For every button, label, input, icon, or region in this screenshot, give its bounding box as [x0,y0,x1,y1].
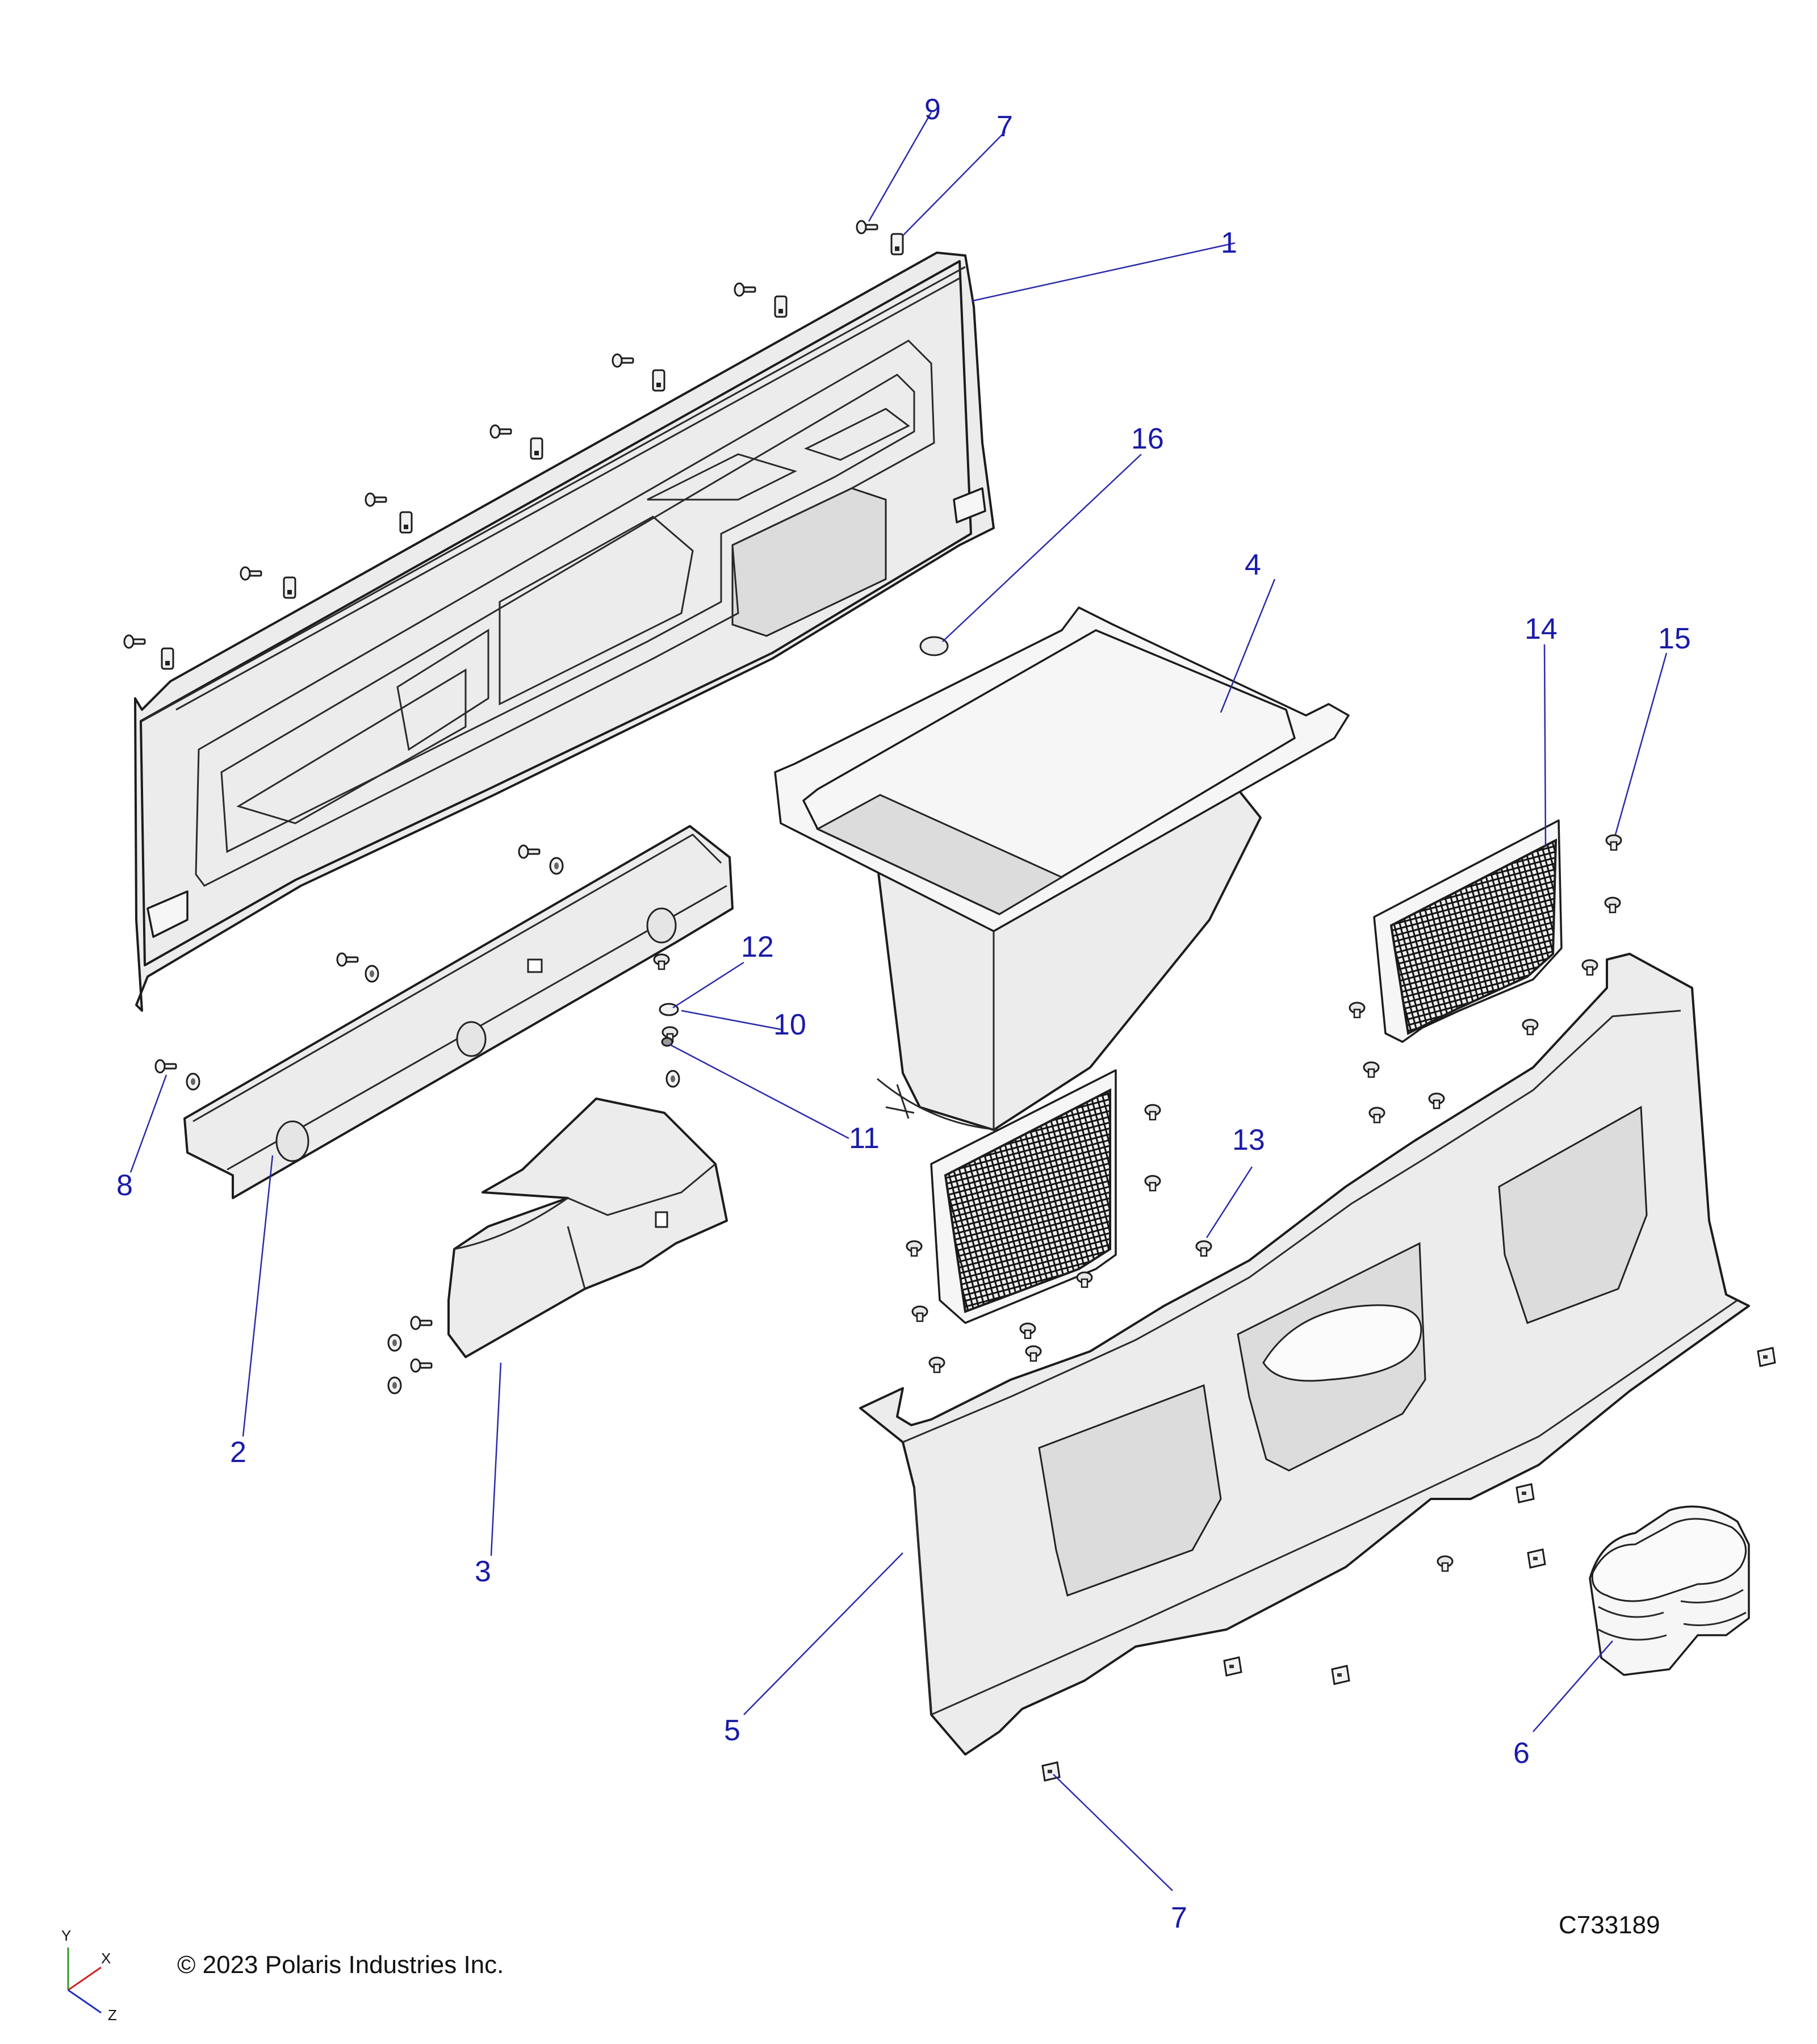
callout-12: 12 [741,931,774,964]
axis-z-label: Z [108,2007,117,2024]
copyright-text: © 2023 Polaris Industries Inc. [177,1951,504,1979]
callout-14: 14 [1525,613,1558,646]
callout-15: 15 [1658,622,1691,655]
drawing-id: C733189 [1559,1911,1660,1939]
callout-5: 5 [724,1714,740,1747]
callout-7-top: 7 [997,110,1013,143]
callout-6: 6 [1513,1737,1530,1770]
callout-13: 13 [1232,1124,1265,1157]
misc-hardware [154,834,1776,1782]
mesh-net-part-14 [1373,819,1563,1043]
storage-bin-part-4 [774,606,1350,1131]
callout-labels: 9 7 1 16 4 14 15 12 10 11 8 13 2 3 5 6 7 [116,93,1691,1934]
callout-2: 2 [230,1436,246,1469]
back-panel-part-1 [134,252,995,1012]
axis-y-label: Y [61,1927,71,1944]
callout-3: 3 [475,1555,491,1588]
lower-panel-part-5 [859,953,1750,1756]
callout-8: 8 [116,1169,133,1202]
callout-16: 16 [1131,422,1164,455]
mesh-net-left [930,1069,1117,1324]
callout-10: 10 [773,1008,806,1041]
callout-4: 4 [1245,548,1261,581]
callout-9: 9 [924,93,941,126]
axis-triad: Y X Z [61,1927,117,2024]
cup-holder-part-6 [1589,1505,1750,1676]
axis-x-label: X [101,1950,111,1967]
callout-7-bottom: 7 [1171,1901,1187,1934]
cover-part-3 [447,1098,728,1358]
nut-11 [661,1037,673,1047]
callout-1: 1 [1221,227,1237,259]
plug-part-16 [919,636,949,656]
callout-11: 11 [849,1122,880,1155]
leader-lines [129,112,1668,1891]
lower-trim-part-2 [183,825,734,1199]
